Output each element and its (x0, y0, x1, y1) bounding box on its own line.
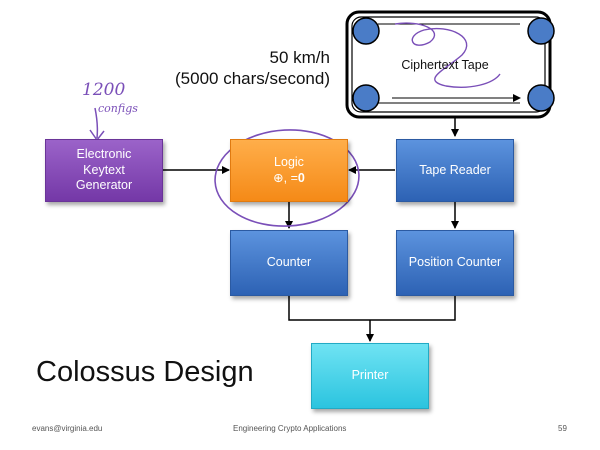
ink-scribble-tape (394, 22, 501, 88)
reel-bottom-left (352, 84, 380, 112)
ink-circle-logic (214, 129, 360, 227)
position-counter-label: Position Counter (408, 255, 502, 270)
keytext-line-3: Generator (75, 178, 133, 193)
logic-symbol: ⊕, = (273, 170, 298, 185)
tape-inner-frame (351, 16, 546, 113)
slide-title: Colossus Design (36, 356, 254, 388)
printer-box: Printer (311, 343, 429, 409)
keytext-line-1: Electronic (76, 147, 132, 162)
reel-bottom-right (527, 84, 555, 112)
printer-label: Printer (351, 368, 389, 383)
ink-note-configs: configs (98, 102, 138, 115)
keytext-line-2: Keytext (83, 162, 125, 177)
speed-annotation: 50 km/h (5000 chars/second) (175, 47, 330, 89)
reel-top-left (352, 17, 380, 45)
ink-note-1200: 1200 (82, 80, 126, 100)
tape-outer-frame (345, 10, 552, 119)
footer-email: evans@virginia.edu (32, 424, 103, 433)
logic-zero: 0 (297, 170, 305, 185)
counters-join-line (288, 296, 456, 321)
page-number: 59 (558, 424, 567, 433)
speed-line-1: 50 km/h (269, 48, 330, 67)
speed-line-2: (5000 chars/second) (175, 69, 330, 88)
keytext-generator-box: Electronic Keytext Generator (45, 139, 163, 202)
counter-box: Counter (230, 230, 348, 296)
logic-label: Logic (274, 154, 304, 169)
reel-top-right (527, 17, 555, 45)
ciphertext-tape-label: Ciphertext Tape (401, 58, 489, 72)
footer-course: Engineering Crypto Applications (233, 424, 347, 433)
logic-box: Logic ⊕, =0 (230, 139, 348, 202)
tape-reader-label: Tape Reader (419, 162, 491, 177)
counter-label: Counter (266, 255, 312, 270)
tape-reader-box: Tape Reader (396, 139, 514, 202)
position-counter-box: Position Counter (396, 230, 514, 296)
